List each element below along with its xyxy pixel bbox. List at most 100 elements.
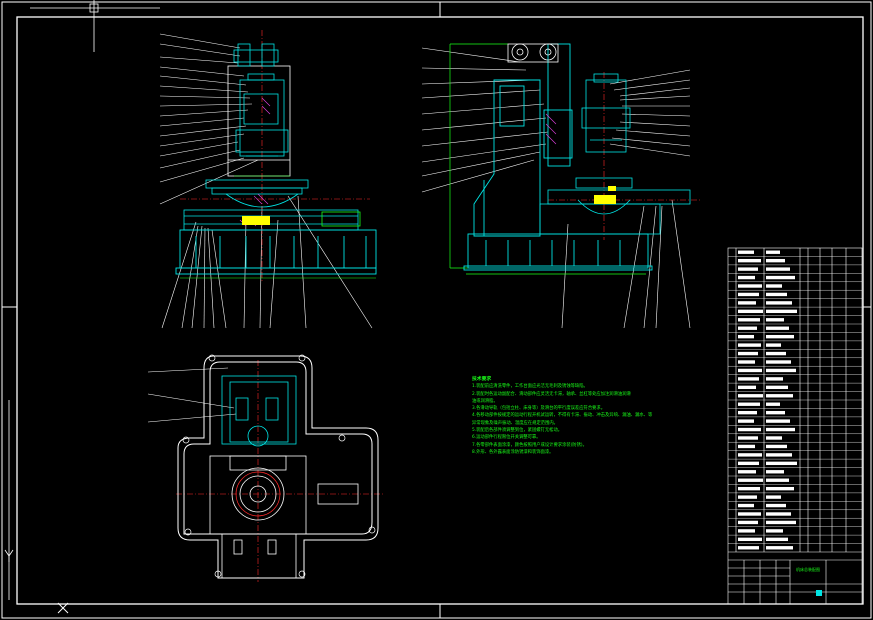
parts-list-code-cell (738, 478, 763, 482)
note-line: 3.各滑动导轨（包括立柱、床身等）及滑台的平行度误差应符合要求。 (472, 406, 606, 412)
notes-title: 技术要求 (472, 377, 492, 382)
parts-list-code-cell (738, 275, 755, 280)
parts-list-code-cell (738, 351, 758, 356)
parts-list-code-cell (738, 402, 760, 406)
parts-list-name-cell (766, 453, 792, 457)
top-view-leaders (147, 367, 237, 423)
parts-list-code-cell (738, 470, 756, 474)
parts-list-name-cell (766, 368, 796, 373)
front-view (159, 30, 377, 329)
parts-list-code-cell (738, 267, 758, 271)
note-line: 1.装配前应清洗零件，工作台面应光洁无毛刺及锈蚀等缺陷。 (472, 384, 588, 390)
parts-list-name-cell (766, 258, 785, 263)
parts-list-code-cell (738, 343, 761, 347)
parts-list-name-cell (766, 436, 782, 440)
parts-list-name-cell (766, 461, 797, 466)
parts-list-name-cell (766, 546, 793, 550)
parts-list-code-cell (738, 301, 756, 305)
parts-list-name-cell (766, 520, 796, 525)
parts-list-code-cell (738, 250, 754, 254)
parts-list-name-cell (766, 343, 781, 347)
parts-list-code-cell (738, 427, 761, 432)
note-line: 4.各移动部件按规定的运动行程开机试运转，不得有卡滞、振动、冲击及异响、漏油、漏… (472, 413, 653, 419)
parts-list-code-cell (738, 419, 754, 423)
parts-list-name-cell (766, 478, 789, 482)
parts-list-code-cell (738, 258, 761, 263)
top-view-base-outline (177, 355, 379, 579)
parts-list-name-cell (766, 267, 790, 271)
parts-list-name-cell (766, 284, 782, 288)
title-block (728, 551, 862, 604)
parts-list-name-cell (766, 512, 791, 516)
drawing-title: 机床总装配图 (796, 567, 820, 572)
parts-list-name-cell (766, 394, 793, 398)
parts-list-code-cell (738, 444, 755, 449)
top-view-mounting-holes (182, 354, 376, 578)
note-line: 7.各零部件表面涂漆，颜色按照用户或设计要求涂装(防锈)。 (472, 442, 587, 448)
side-view-motor-pulleys (507, 43, 559, 63)
parts-list-name-cell (766, 427, 795, 432)
parts-list-code-cell (738, 436, 758, 440)
parts-list-code-cell (738, 410, 757, 415)
parts-list-code-cell (738, 453, 762, 457)
parts-list-name-cell (766, 537, 788, 542)
parts-list-code-cell (738, 360, 755, 364)
parts-list-name-cell (766, 309, 797, 314)
parts-list-name-cell (766, 402, 780, 406)
parts-list-name-cell (766, 318, 784, 322)
top-view (147, 354, 384, 582)
parts-list-rows (728, 256, 862, 544)
side-view-leaders-left (421, 47, 549, 193)
parts-list-name-cell (766, 470, 784, 474)
parts-list-name-cell (766, 275, 795, 280)
side-view-bed (463, 233, 653, 271)
parts-list-name-cell (766, 495, 781, 499)
parts-list-code-cell (738, 546, 759, 550)
front-view-motor (321, 211, 361, 227)
parts-list-code-cell (738, 284, 762, 288)
parts-list-name-cell (766, 351, 786, 356)
side-view-leaders-bottom (561, 199, 691, 329)
parts-list-code-cell (738, 326, 757, 330)
side-view-spindle-head (581, 73, 631, 153)
crosshair-cursor-icon (30, 0, 160, 52)
parts-list-code-cell (738, 377, 759, 381)
front-view-bed-base (175, 229, 377, 275)
technical-notes: 技术要求 1.装配前应清洗零件，工作台面应光洁无毛刺及锈蚀等缺陷。 2.装配时各… (472, 376, 662, 456)
parts-list-code-cell (738, 461, 759, 466)
parts-list-name-cell (766, 385, 788, 390)
parts-list-name-cell (766, 486, 794, 491)
parts-list-name-cell (766, 419, 790, 423)
parts-list-name-cell (766, 410, 785, 415)
front-view-leaders-left (159, 33, 259, 205)
parts-list-name-cell (766, 292, 787, 297)
parts-list-name-cell (766, 503, 786, 508)
parts-list-code-cell (738, 486, 760, 491)
side-view (421, 43, 700, 329)
parts-list-code-cell (738, 334, 754, 339)
note-line: 2.装配时各运动副配合、滑动部件应灵活无卡滞，轴承、丝杠等处应加注润滑油润滑 (472, 391, 631, 397)
parts-list-code-cell (738, 520, 758, 525)
parts-list-code-cell (738, 495, 757, 499)
title-block-logo-mark (816, 590, 822, 596)
note-line: 油或润滑脂。 (472, 398, 498, 404)
parts-list-code-cell (738, 503, 754, 508)
side-view-column (473, 43, 573, 237)
parts-list-name-cell (766, 444, 787, 449)
top-view-column-and-head (221, 375, 297, 447)
top-view-table (209, 455, 359, 579)
side-view-ballscrew-highlight (594, 186, 616, 204)
note-line: 8.外形、各外露表面涂防锈漆和装饰面漆。 (472, 449, 554, 455)
note-line: 5.装配后各部件须调整到位，紧固螺钉无松动。 (472, 428, 563, 434)
parts-list-code-cell (738, 529, 755, 533)
ucs-y-axis-icon (4, 400, 14, 600)
parts-list-name-cell (766, 334, 794, 339)
note-line: 异常现象及噪声振动、温度应在规定范围内。 (472, 420, 558, 426)
ucs-x-axis-icon (57, 602, 69, 614)
parts-list-name-cell (766, 529, 783, 533)
note-line: 6.运动部件行程限位开关调整可靠。 (472, 435, 541, 441)
front-view-ballscrew-highlight (242, 216, 270, 225)
parts-list-code-cell (738, 309, 763, 314)
